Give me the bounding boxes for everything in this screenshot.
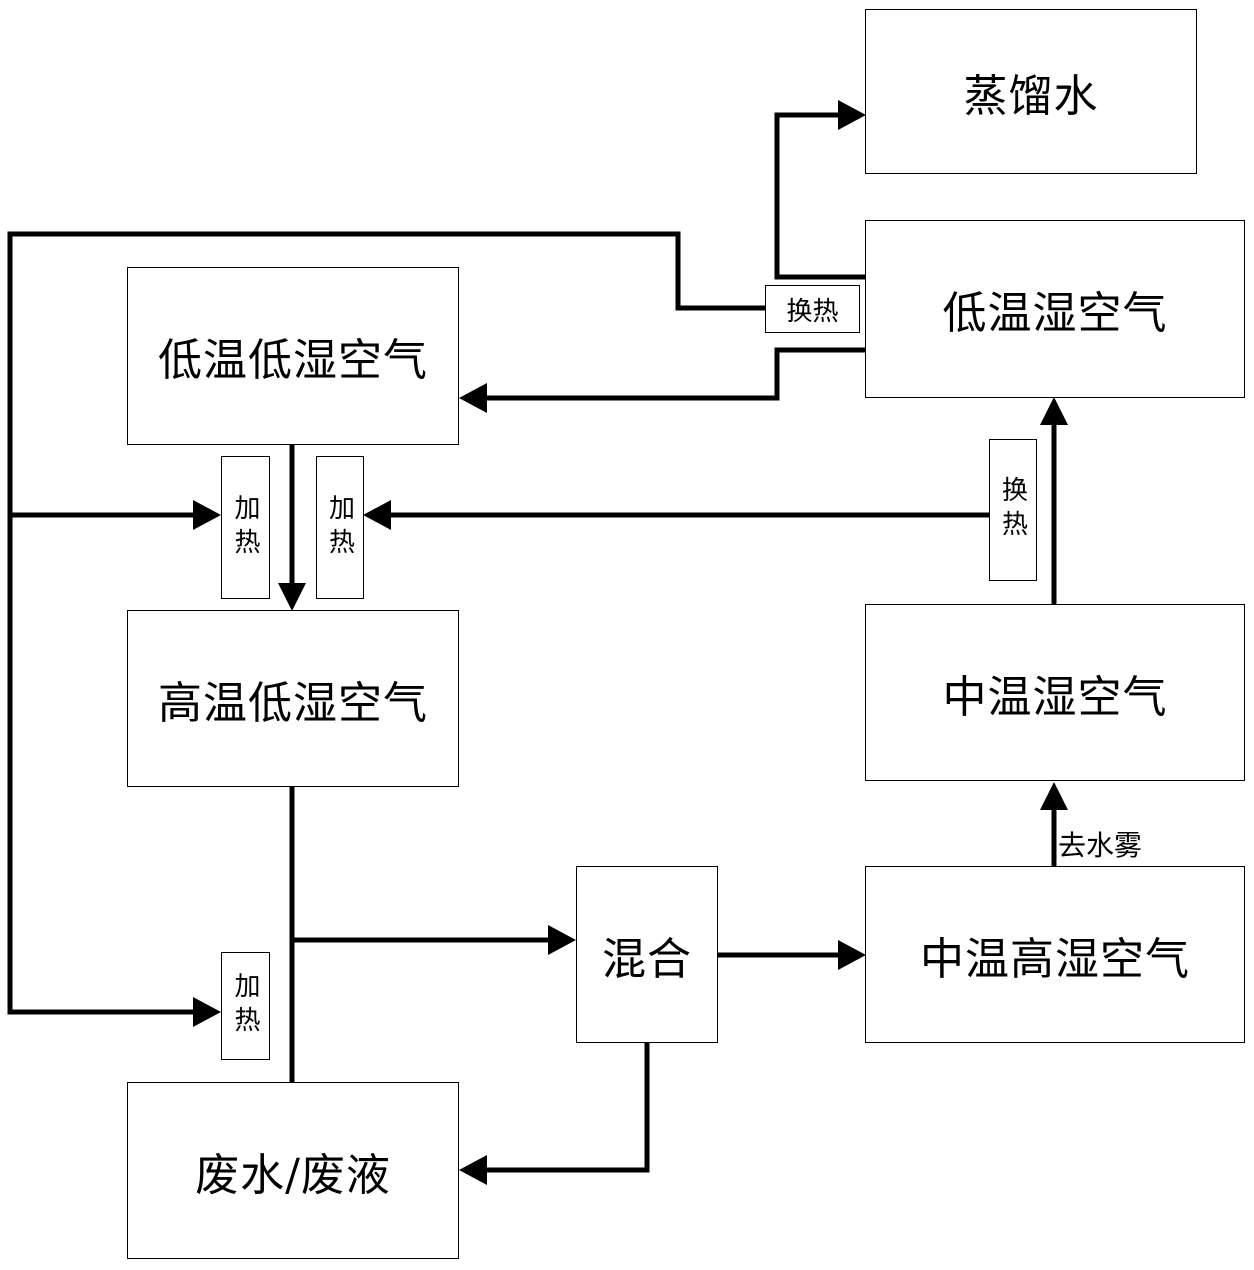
process-heating-right: 加热	[316, 456, 364, 599]
arrowhead	[193, 500, 221, 530]
edge-label-demist: 去水雾	[1058, 829, 1143, 862]
arrowhead	[363, 500, 391, 530]
node-label: 高温低湿空气	[158, 677, 428, 729]
node-low-temp-humid-air: 低温湿空气	[865, 220, 1245, 398]
arrowhead	[278, 583, 306, 611]
arrowhead	[548, 925, 576, 955]
process-label: 加热	[230, 493, 260, 562]
node-mixing: 混合	[576, 866, 718, 1043]
arrowhead	[838, 940, 866, 970]
flow-to-waste-water	[487, 1043, 650, 1173]
node-label: 混合	[602, 933, 692, 985]
arrowhead	[459, 1155, 487, 1185]
flow-to-low-temp-low-humidity	[487, 347, 866, 401]
arrowhead	[1040, 782, 1068, 810]
process-label: 换热	[786, 296, 839, 327]
node-high-temp-low-humidity-air: 高温低湿空气	[127, 610, 459, 787]
process-heat-exchange-right: 换热	[989, 439, 1037, 581]
node-label: 废水/废液	[195, 1149, 391, 1201]
process-label: 加热	[230, 972, 260, 1040]
node-distilled-water: 蒸馏水	[865, 9, 1197, 174]
node-mid-temp-high-humidity-air: 中温高湿空气	[865, 866, 1245, 1043]
node-label: 低温低湿空气	[158, 335, 428, 386]
arrowhead	[1040, 397, 1068, 425]
process-heating-left: 加热	[221, 456, 270, 599]
arrowhead	[838, 100, 866, 130]
process-heating-bottom: 加热	[221, 952, 270, 1060]
process-label: 换热	[997, 476, 1028, 544]
process-heat-exchange-top: 换热	[765, 285, 860, 333]
node-label: 中温高湿空气	[920, 933, 1190, 985]
node-low-temp-low-humidity-air: 低温低湿空气	[127, 267, 459, 445]
node-label: 低温湿空气	[942, 288, 1168, 339]
heat-loop-top	[7, 231, 766, 1015]
flow-to-distilled-water	[774, 112, 866, 280]
node-mid-temp-humid-air: 中温湿空气	[865, 604, 1245, 781]
node-waste-water: 废水/废液	[127, 1082, 459, 1259]
process-label: 加热	[324, 493, 355, 562]
arrowhead	[459, 383, 487, 413]
arrowhead	[193, 997, 221, 1027]
node-label: 中温湿空气	[942, 671, 1168, 723]
node-label: 蒸馏水	[963, 70, 1099, 122]
